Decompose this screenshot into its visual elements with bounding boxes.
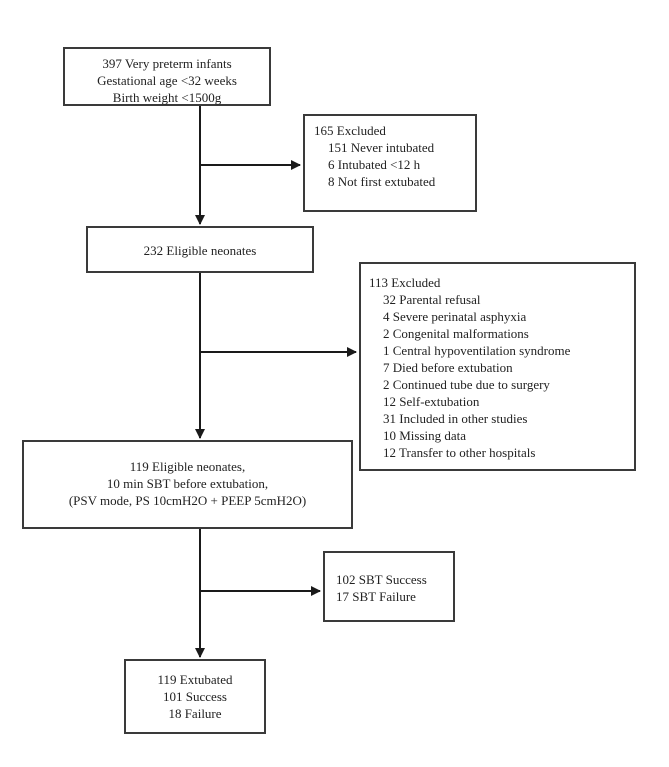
extubated-failure: 18 Failure xyxy=(168,706,222,721)
population-count: 397 Very preterm infants xyxy=(102,56,232,71)
excluded-first-item: 151 Never intubated xyxy=(328,140,435,155)
sbt-eligible-count: 119 Eligible neonates, xyxy=(129,459,246,474)
excluded-second-item: 1 Central hypoventilation syndrome xyxy=(383,343,571,358)
excluded-second-item: 12 Transfer to other hospitals xyxy=(383,445,536,460)
sbt-failure-count: 17 SBT Failure xyxy=(336,589,416,604)
excluded-second-title: 113 Excluded xyxy=(369,275,441,290)
excluded-second-item: 4 Severe perinatal asphyxia xyxy=(383,309,527,324)
excluded-second-item: 2 Congenital malformations xyxy=(383,326,529,341)
excluded-first-item: 8 Not first extubated xyxy=(328,174,436,189)
birth-weight-criterion: Birth weight <1500g xyxy=(112,90,222,105)
box-eligible-neonates: 232 Eligible neonates xyxy=(86,226,314,273)
excluded-second-item: 7 Died before extubation xyxy=(383,360,513,375)
extubated-success: 101 Success xyxy=(163,689,227,704)
excluded-second-item: 10 Missing data xyxy=(383,428,467,443)
box-sbt-result: 102 SBT Success 17 SBT Failure xyxy=(323,551,455,622)
excluded-second-item: 32 Parental refusal xyxy=(383,292,481,307)
eligible-count: 232 Eligible neonates xyxy=(143,243,257,258)
excluded-second-item: 12 Self-extubation xyxy=(383,394,480,409)
box-excluded-second: 113 Excluded 32 Parental refusal 4 Sever… xyxy=(359,262,636,471)
excluded-second-item: 31 Included in other studies xyxy=(383,411,528,426)
sbt-duration: 10 min SBT before extubation, xyxy=(106,476,269,491)
gestational-age-criterion: Gestational age <32 weeks xyxy=(97,73,237,88)
excluded-second-item: 2 Continued tube due to surgery xyxy=(383,377,550,392)
sbt-success-count: 102 SBT Success xyxy=(336,572,427,587)
sbt-settings: (PSV mode, PS 10cmH2O + PEEP 5cmH2O) xyxy=(68,493,307,508)
box-excluded-first: 165 Excluded 151 Never intubated 6 Intub… xyxy=(303,114,477,212)
box-sbt-trial: 119 Eligible neonates, 10 min SBT before… xyxy=(22,440,353,529)
box-study-population: 397 Very preterm infants Gestational age… xyxy=(63,47,271,106)
box-extubated: 119 Extubated 101 Success 18 Failure xyxy=(124,659,266,734)
excluded-first-title: 165 Excluded xyxy=(314,123,386,138)
excluded-first-item: 6 Intubated <12 h xyxy=(328,157,421,172)
extubated-title: 119 Extubated xyxy=(157,672,233,687)
